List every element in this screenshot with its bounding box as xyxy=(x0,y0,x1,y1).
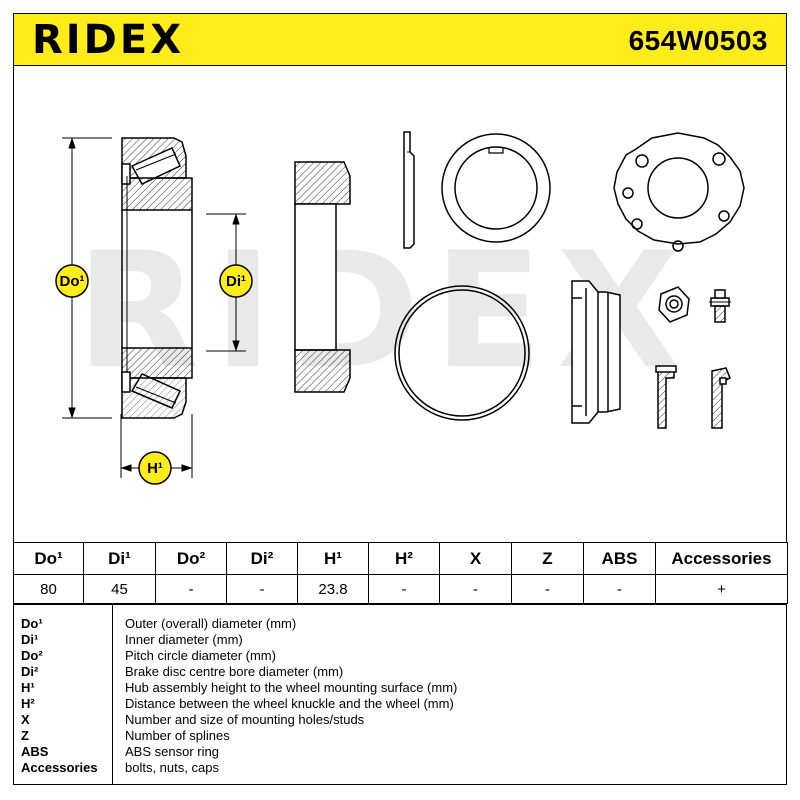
table-cell: - xyxy=(368,574,440,604)
table-header-cell: ABS xyxy=(583,542,656,575)
legend-item: Do² Pitch circle diameter (mm) xyxy=(14,648,786,664)
legend-item: Z Number of splines xyxy=(14,728,786,744)
large-ring-front-view xyxy=(394,285,530,421)
legend-description: ABS sensor ring xyxy=(125,744,219,759)
seal-ring-profile-left xyxy=(655,365,677,429)
cap-side-view xyxy=(709,289,731,323)
table-header-cell: Di² xyxy=(226,542,298,575)
table-header-cell: Z xyxy=(511,542,584,575)
height-label: H¹ xyxy=(147,460,163,477)
table-cell: 80 xyxy=(13,574,84,604)
table-header-cell: Do² xyxy=(155,542,227,575)
outer-diameter-label: Do¹ xyxy=(60,273,85,290)
legend-divider xyxy=(112,605,113,784)
seal-ring-profile-right xyxy=(711,367,731,429)
legend-key: ABS xyxy=(21,744,49,759)
inner-diameter-badge: Di¹ xyxy=(219,264,253,298)
legend-key: Di² xyxy=(21,664,39,679)
table-cell: - xyxy=(439,574,512,604)
legend-box: Do¹ Outer (overall) diameter (mm) Di¹ In… xyxy=(13,604,787,785)
legend-item: Di² Brake disc centre bore diameter (mm) xyxy=(14,664,786,680)
legend-item: H¹ Hub assembly height to the wheel moun… xyxy=(14,680,786,696)
legend-description: Inner diameter (mm) xyxy=(125,632,243,647)
legend-key: H² xyxy=(21,696,35,711)
legend-key: Accessories xyxy=(21,760,98,775)
legend-item: X Number and size of mounting holes/stud… xyxy=(14,712,786,728)
legend-key: Do¹ xyxy=(21,616,43,631)
inner-diameter-label: Di¹ xyxy=(226,273,246,290)
table-cell: + xyxy=(655,574,788,604)
table-cell: - xyxy=(583,574,656,604)
legend-item: Accessories bolts, nuts, caps xyxy=(14,760,786,776)
table-cell: - xyxy=(155,574,227,604)
legend-description: Pitch circle diameter (mm) xyxy=(125,648,276,663)
dimension-table: Do¹ Di¹ Do² Di² H¹ H² X Z ABS Accessorie… xyxy=(13,542,788,604)
outer-diameter-badge: Do¹ xyxy=(55,264,89,298)
legend-item: Di¹ Inner diameter (mm) xyxy=(14,632,786,648)
nut-icon xyxy=(658,286,690,323)
table-header-cell: Di¹ xyxy=(83,542,156,575)
legend-item: Do¹ Outer (overall) diameter (mm) xyxy=(14,616,786,632)
table-header-row: Do¹ Di¹ Do² Di² H¹ H² X Z ABS Accessorie… xyxy=(13,542,788,575)
legend-description: Hub assembly height to the wheel mountin… xyxy=(125,680,458,695)
table-cell: 45 xyxy=(83,574,156,604)
table-header-cell: Accessories xyxy=(655,542,788,575)
bearing-cross-section xyxy=(121,137,193,419)
legend-description: Brake disc centre bore diameter (mm) xyxy=(125,664,344,679)
table-header-cell: H¹ xyxy=(297,542,369,575)
header-bar: RIDEX 654W0503 xyxy=(13,13,787,66)
splined-washer-front-view xyxy=(441,133,551,243)
brand-logo: RIDEX xyxy=(32,17,185,63)
part-number: 654W0503 xyxy=(628,25,768,56)
technical-drawing: RIDEX Do¹ D xyxy=(13,65,787,543)
drawing-canvas: RIDEX Do¹ D xyxy=(55,131,745,485)
legend-description: Distance between the wheel knuckle and t… xyxy=(125,696,454,711)
seal-side-view xyxy=(571,280,621,424)
legend-key: X xyxy=(21,712,30,727)
table-cell: - xyxy=(226,574,298,604)
legend-description: bolts, nuts, caps xyxy=(125,760,219,775)
legend-description: Number of splines xyxy=(125,728,230,743)
table-cell: 23.8 xyxy=(297,574,369,604)
ring-cross-section xyxy=(294,161,351,393)
table-cell: - xyxy=(511,574,584,604)
legend-item: H² Distance between the wheel knuckle an… xyxy=(14,696,786,712)
table-header-cell: H² xyxy=(368,542,440,575)
washer-side-view xyxy=(403,131,415,249)
legend-description: Number and size of mounting holes/studs xyxy=(125,712,365,727)
hub-flange-front-view xyxy=(613,132,745,252)
table-header-cell: X xyxy=(439,542,512,575)
height-badge: H¹ xyxy=(138,451,172,485)
table-row: 80 45 - - 23.8 - - - - + xyxy=(13,574,788,604)
legend-description: Outer (overall) diameter (mm) xyxy=(125,616,297,631)
legend-key: Do² xyxy=(21,648,43,663)
legend-key: H¹ xyxy=(21,680,35,695)
table-header-cell: Do¹ xyxy=(13,542,84,575)
legend-key: Di¹ xyxy=(21,632,39,647)
legend-key: Z xyxy=(21,728,29,743)
legend-item: ABS ABS sensor ring xyxy=(14,744,786,760)
height-dimension xyxy=(120,414,193,478)
